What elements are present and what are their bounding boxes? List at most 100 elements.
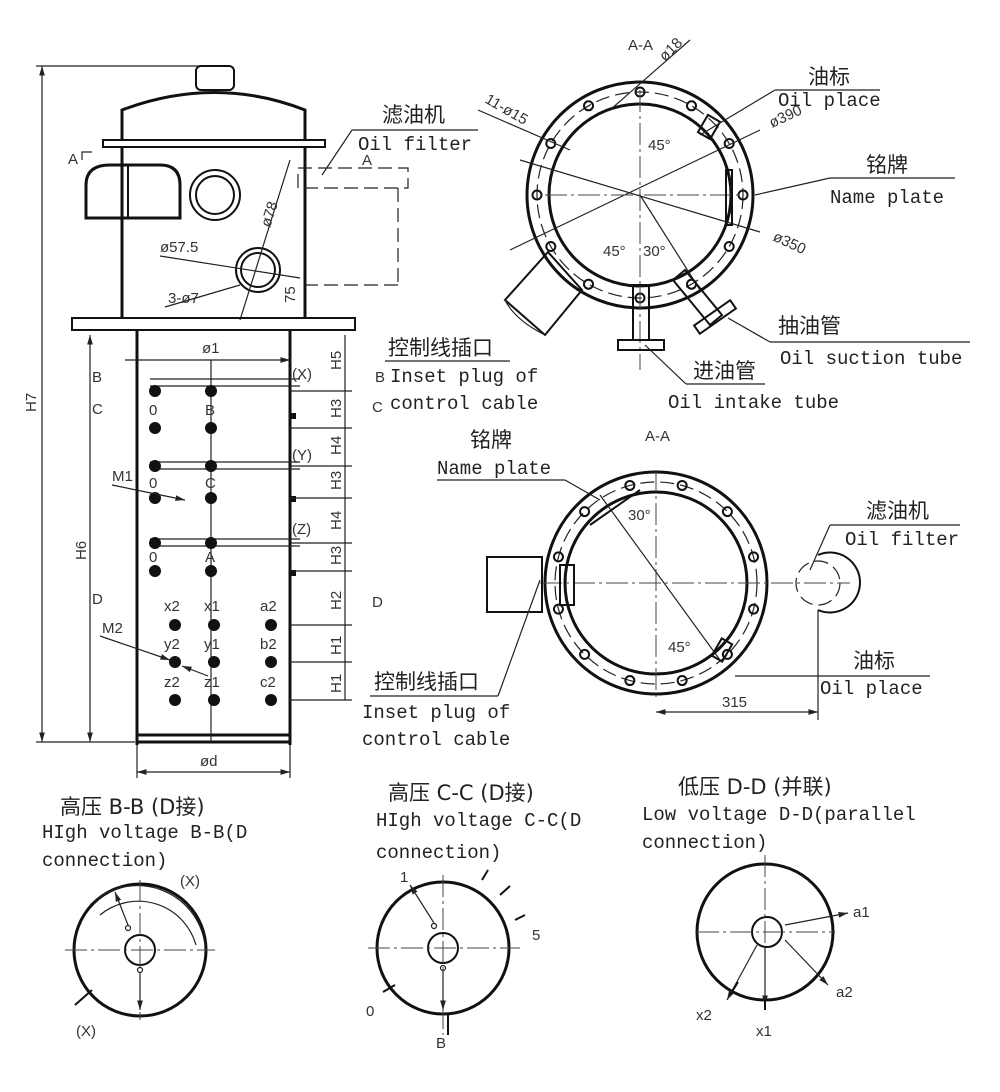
label-0: 0 — [366, 1003, 374, 1020]
term-b2: b2 — [260, 636, 277, 653]
angle-30-bottom: 30° — [628, 507, 651, 524]
angle-45-top: 45° — [648, 137, 671, 154]
hv-terminals: 0 B 0 C 0 A (X) (Y) (Z) M1 — [111, 366, 312, 577]
dim-d350: ø350 — [770, 228, 808, 258]
bolt-hole — [552, 551, 564, 563]
terminal-a: A — [205, 549, 215, 566]
bolt-hole — [748, 603, 760, 615]
section-b-title-zh: 高压 B-B (D接) — [60, 795, 205, 819]
bolt-hole — [723, 138, 735, 149]
bv-name-plate-en: Name plate — [437, 458, 551, 480]
term-c2: c2 — [260, 674, 276, 691]
bv-filter-en: Oil filter — [845, 529, 959, 551]
section-c-title-zh: 高压 C-C (D接) — [388, 781, 534, 805]
section-c-title-en1: HIgh voltage C-C(D — [376, 810, 581, 832]
bv-name-plate-zh: 铭牌 — [470, 428, 512, 452]
bolt-hole — [579, 506, 591, 518]
term-x1: x1 — [204, 598, 220, 615]
oil-filter-port — [235, 247, 281, 293]
terminal-c: C — [205, 475, 216, 492]
mark-x: (X) — [292, 366, 312, 383]
dim-75: 75 — [282, 286, 299, 303]
section-c-c: 高压 C-C (D接) HIgh voltage C-C(D connectio… — [366, 781, 581, 1052]
oil-gauge-bottom — [710, 636, 734, 664]
term-y2: y2 — [164, 636, 180, 653]
dim-3-holes: 3-ø7 — [168, 290, 199, 307]
bolt-hole — [579, 648, 591, 660]
section-mark-c-right: C — [372, 399, 383, 416]
label-1: 1 — [400, 869, 408, 886]
bottom-view-title: A-A — [645, 428, 670, 445]
bolt-hole — [624, 675, 636, 687]
intake-en: Oil intake tube — [668, 392, 839, 414]
dim-h6: H6 — [73, 541, 90, 560]
section-mark-c: C — [92, 401, 103, 418]
label-x2: x2 — [696, 1007, 712, 1024]
dim-d18: ø18 — [656, 35, 686, 65]
section-mark-b: B — [92, 369, 102, 386]
elevation-view: H7 A ø78 ø57.5 3-ø7 75 滤油机 Oil filter A — [23, 65, 538, 778]
angle-30: 30° — [643, 243, 666, 260]
name-plate-zh: 铭牌 — [866, 153, 908, 177]
intake-zh: 进油管 — [693, 359, 756, 383]
dim-h7: H7 — [23, 393, 40, 412]
label-a1: a1 — [853, 904, 870, 921]
section-mark-d: D — [92, 591, 103, 608]
top-view-title: A-A — [628, 37, 653, 54]
dim-h5: H5 — [328, 351, 345, 370]
bv-oil-place-zh: 油标 — [853, 649, 895, 673]
oil-place-zh: 油标 — [808, 65, 850, 89]
suction-flange — [692, 298, 738, 336]
term-x2: x2 — [164, 598, 180, 615]
dim-d: ød — [200, 753, 218, 770]
bolt-hole — [721, 506, 733, 518]
term-z2: z2 — [164, 674, 180, 691]
bolt-hole — [748, 551, 760, 563]
plug-en-2: control cable — [390, 393, 538, 415]
intake-flange — [617, 339, 665, 351]
term-a2: a2 — [260, 598, 277, 615]
bolt-hole — [676, 675, 688, 687]
section-mark-d-right: D — [372, 594, 383, 611]
name-plate-en: Name plate — [830, 187, 944, 209]
name-plate-bottom — [589, 489, 641, 526]
bolt-hole — [531, 189, 543, 201]
plug-box — [84, 163, 182, 220]
plug-socket — [503, 250, 584, 337]
oil-place-en: Oil place — [778, 90, 881, 112]
bolt-hole — [583, 100, 594, 112]
suction-en: Oil suction tube — [780, 348, 962, 370]
section-d-title-zh: 低压 D-D (并联) — [678, 775, 832, 799]
dim-h3-3: H3 — [328, 546, 345, 565]
bolt-hole — [723, 241, 735, 252]
section-b-title-en2: connection) — [42, 850, 167, 872]
main-flange — [71, 317, 356, 331]
label-x1: x1 — [756, 1023, 772, 1040]
bolt-hole — [721, 648, 733, 660]
section-d-d: 低压 D-D (并联) Low voltage D-D(parallel con… — [642, 775, 916, 1040]
dome-cap — [120, 91, 307, 140]
dim-h3-2: H3 — [328, 471, 345, 490]
porthole — [189, 169, 241, 221]
term-z1: z1 — [204, 674, 220, 691]
label-x-top: (X) — [180, 873, 200, 890]
top-knob — [195, 65, 235, 91]
section-b-b: 高压 B-B (D接) HIgh voltage B-B(D connectio… — [42, 795, 247, 1040]
dim-h4-2: H4 — [328, 511, 345, 530]
bv-plug-en-1: Inset plug of — [362, 702, 510, 724]
dim-h1-1: H1 — [328, 636, 345, 655]
lv-terminals: x2 x1 a2 y2 y1 b2 z2 z1 c2 M2 — [99, 598, 277, 706]
svg-text:0: 0 — [149, 402, 157, 419]
bv-oil-place-en: Oil place — [820, 678, 923, 700]
bolt-hole — [686, 100, 697, 112]
label-x-bottom: (X) — [76, 1023, 96, 1040]
svg-text:0: 0 — [149, 475, 157, 492]
plug-flange — [559, 564, 575, 606]
mark-y: (Y) — [292, 447, 312, 464]
bolt-hole — [676, 479, 688, 491]
label-5: 5 — [532, 927, 540, 944]
bolt-hole — [545, 241, 557, 252]
bv-plug-zh: 控制线插口 — [374, 670, 479, 694]
suction-zh: 抽油管 — [778, 314, 841, 338]
